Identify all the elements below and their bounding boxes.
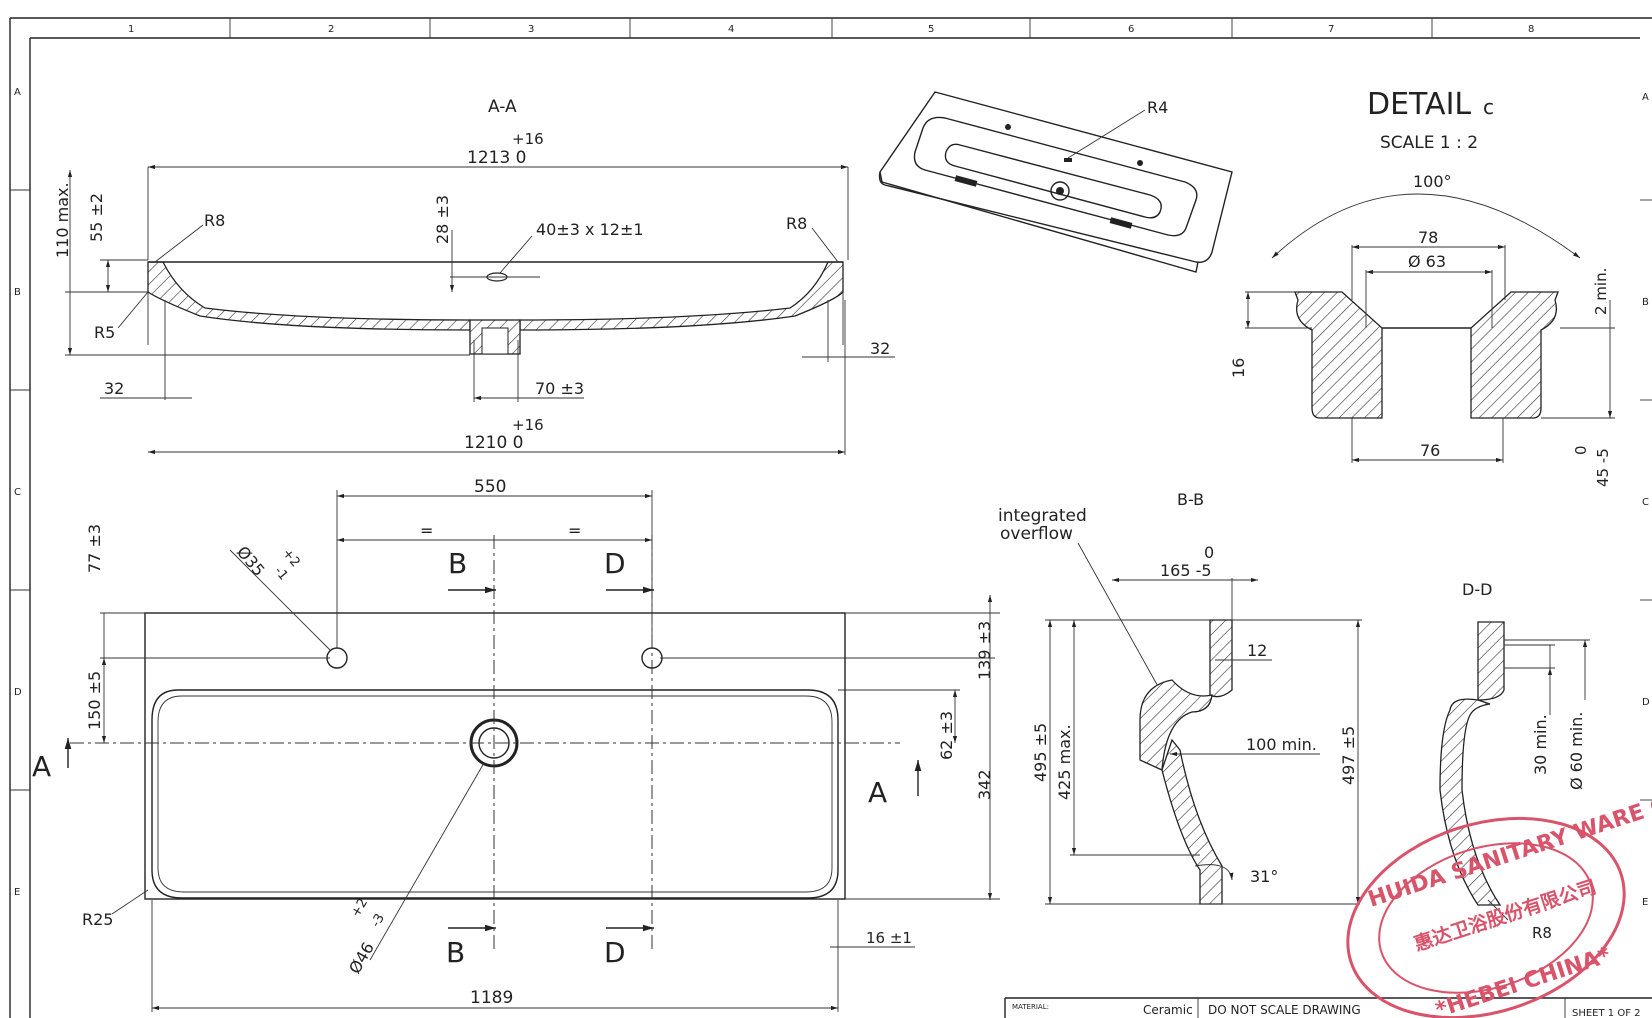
section-marker-d-bottom: D	[604, 936, 626, 969]
dim-110-max: 110 max.	[53, 182, 72, 258]
stamp-bottom-text: *HEBEI CHINA*	[1433, 943, 1615, 1018]
plan-dim-46-tol-minus: -3	[368, 911, 387, 930]
zone-4: 4	[728, 24, 734, 35]
title-block-material-label: MATERIAL:	[1012, 1003, 1049, 1011]
zone-6: 6	[1128, 24, 1134, 35]
title-block: MATERIAL: Ceramic DO NOT SCALE DRAWING S…	[1004, 997, 1652, 1018]
company-stamp: HUIDA SANITARY WARE CO.,LTD 惠达卫浴股份有限公司 *…	[1346, 768, 1652, 1018]
detail-title: DETAIL	[1367, 87, 1471, 122]
detail-angle: 100°	[1413, 172, 1452, 191]
plan-eq-1: =	[420, 521, 433, 540]
zone-8: 8	[1528, 24, 1534, 35]
zone-left-d: D	[14, 687, 22, 698]
zone-left-c: C	[14, 487, 21, 498]
dim-55: 55 ±2	[87, 193, 106, 242]
plan-view: 550 = = 77 ±3 150 ±5 Ø35 +2 -1 139 ±3 34…	[32, 477, 1000, 1012]
plan-dim-150: 150 ±5	[85, 671, 104, 730]
dim-32-left: 32	[104, 379, 124, 398]
label-r8-right: R8	[786, 214, 807, 233]
title-block-material: Ceramic	[1143, 1003, 1193, 1017]
plan-dim-62: 62 ±3	[937, 711, 956, 760]
section-marker-a-left: A	[32, 750, 51, 783]
detail-dim-45-b: 45 -5	[1594, 448, 1612, 487]
section-a-a-title: A-A	[488, 97, 517, 117]
zone-3: 3	[528, 24, 534, 35]
bb-dim-425: 425 max.	[1055, 724, 1074, 800]
detail-dim-2min: 2 min.	[1592, 268, 1610, 315]
plan-dim-550: 550	[474, 477, 506, 497]
section-marker-a-right: A	[868, 776, 887, 809]
zone-labels: 1 2 3 4 5 6 7 8 A B C D E A B C D E	[14, 24, 1650, 908]
detail-scale: SCALE 1 : 2	[1380, 133, 1478, 153]
title-block-note: DO NOT SCALE DRAWING	[1208, 1003, 1361, 1017]
plan-eq-2: =	[568, 521, 581, 540]
plan-dim-35-tol-minus: -1	[271, 564, 291, 584]
title-block-sheet: SHEET 1 OF 2	[1572, 1008, 1641, 1018]
section-b-b: B-B integrated overflow 0 165 -5 12 100 …	[998, 490, 1362, 905]
section-b-b-title: B-B	[1177, 490, 1204, 509]
section-marker-b-top: B	[448, 547, 467, 580]
bb-dim-100: 100 min.	[1246, 735, 1317, 754]
section-d-d: D-D 30 min. Ø 60 min. R8	[1439, 580, 1590, 942]
dim-1213: 1213 0	[467, 148, 526, 168]
bb-dim-495: 495 ±5	[1031, 723, 1050, 782]
bb-dim-165-a: 0	[1204, 543, 1214, 562]
detail-dim-45-a: 0	[1572, 445, 1590, 455]
detail-c: DETAIL c SCALE 1 : 2 100° 78 Ø 63 16 2 m…	[1229, 87, 1615, 487]
label-r5: R5	[94, 323, 115, 342]
dim-32-right: 32	[870, 339, 890, 358]
zone-7: 7	[1328, 24, 1334, 35]
zone-right-d: D	[1642, 697, 1650, 708]
plan-dim-139: 139 ±3	[975, 621, 994, 680]
dd-dim-60: Ø 60 min.	[1567, 712, 1586, 790]
bb-angle: 31°	[1250, 867, 1278, 886]
section-a-a: A-A +16 1213 0 +16 1210 0 110 max. 55 ±2…	[53, 97, 895, 455]
stamp-outer-text: HUIDA SANITARY WARE CO.,LTD	[1365, 768, 1652, 913]
bb-dim-12: 12	[1247, 641, 1267, 660]
section-marker-b-bottom: B	[446, 936, 465, 969]
plan-dim-35: Ø35	[233, 542, 269, 579]
plan-dim-342: 342	[975, 769, 994, 800]
dim-70: 70 ±3	[535, 379, 584, 398]
detail-dim-78: 78	[1418, 228, 1438, 247]
zone-right-a: A	[1642, 92, 1649, 103]
zone-left-a: A	[14, 87, 21, 98]
detail-dim-16: 16	[1229, 358, 1248, 378]
zone-2: 2	[328, 24, 334, 35]
plan-dim-16: 16 ±1	[866, 929, 912, 947]
dim-28: 28 ±3	[433, 195, 452, 244]
bb-dim-165-b: 165 -5	[1160, 561, 1212, 580]
dim-1210: 1210 0	[464, 433, 523, 453]
isometric-view: R4	[878, 91, 1233, 273]
zone-right-c: C	[1642, 497, 1649, 508]
section-marker-d-top: D	[604, 547, 626, 580]
plan-dim-46: Ø46	[345, 939, 378, 977]
plan-dim-77: 77 ±3	[85, 524, 104, 573]
zone-right-e: E	[1642, 897, 1648, 908]
zone-left-e: E	[14, 887, 20, 898]
dd-dim-30: 30 min.	[1531, 714, 1550, 775]
dim-1210-tol: +16	[512, 416, 544, 434]
plan-dim-1189: 1189	[470, 988, 513, 1008]
dim-1213-tol: +16	[512, 130, 544, 148]
zone-left-b: B	[14, 287, 21, 298]
bb-overflow-1: integrated	[998, 506, 1087, 526]
zone-1: 1	[128, 24, 134, 35]
zone-5: 5	[928, 24, 934, 35]
plan-label-r25: R25	[82, 910, 113, 929]
drawing-frame	[9, 17, 1652, 1018]
bb-overflow-2: overflow	[1000, 524, 1073, 544]
detail-dim-63: Ø 63	[1408, 252, 1446, 271]
detail-title-letter: c	[1483, 95, 1494, 119]
dim-slot: 40±3 x 12±1	[536, 220, 644, 239]
bb-dim-497: 497 ±5	[1339, 726, 1358, 785]
zone-right-b: B	[1642, 297, 1649, 308]
label-r4: R4	[1147, 98, 1168, 117]
label-r8-left: R8	[204, 211, 225, 230]
section-d-d-title: D-D	[1462, 580, 1492, 599]
detail-dim-76: 76	[1420, 441, 1440, 460]
dd-label-r8: R8	[1532, 924, 1552, 942]
